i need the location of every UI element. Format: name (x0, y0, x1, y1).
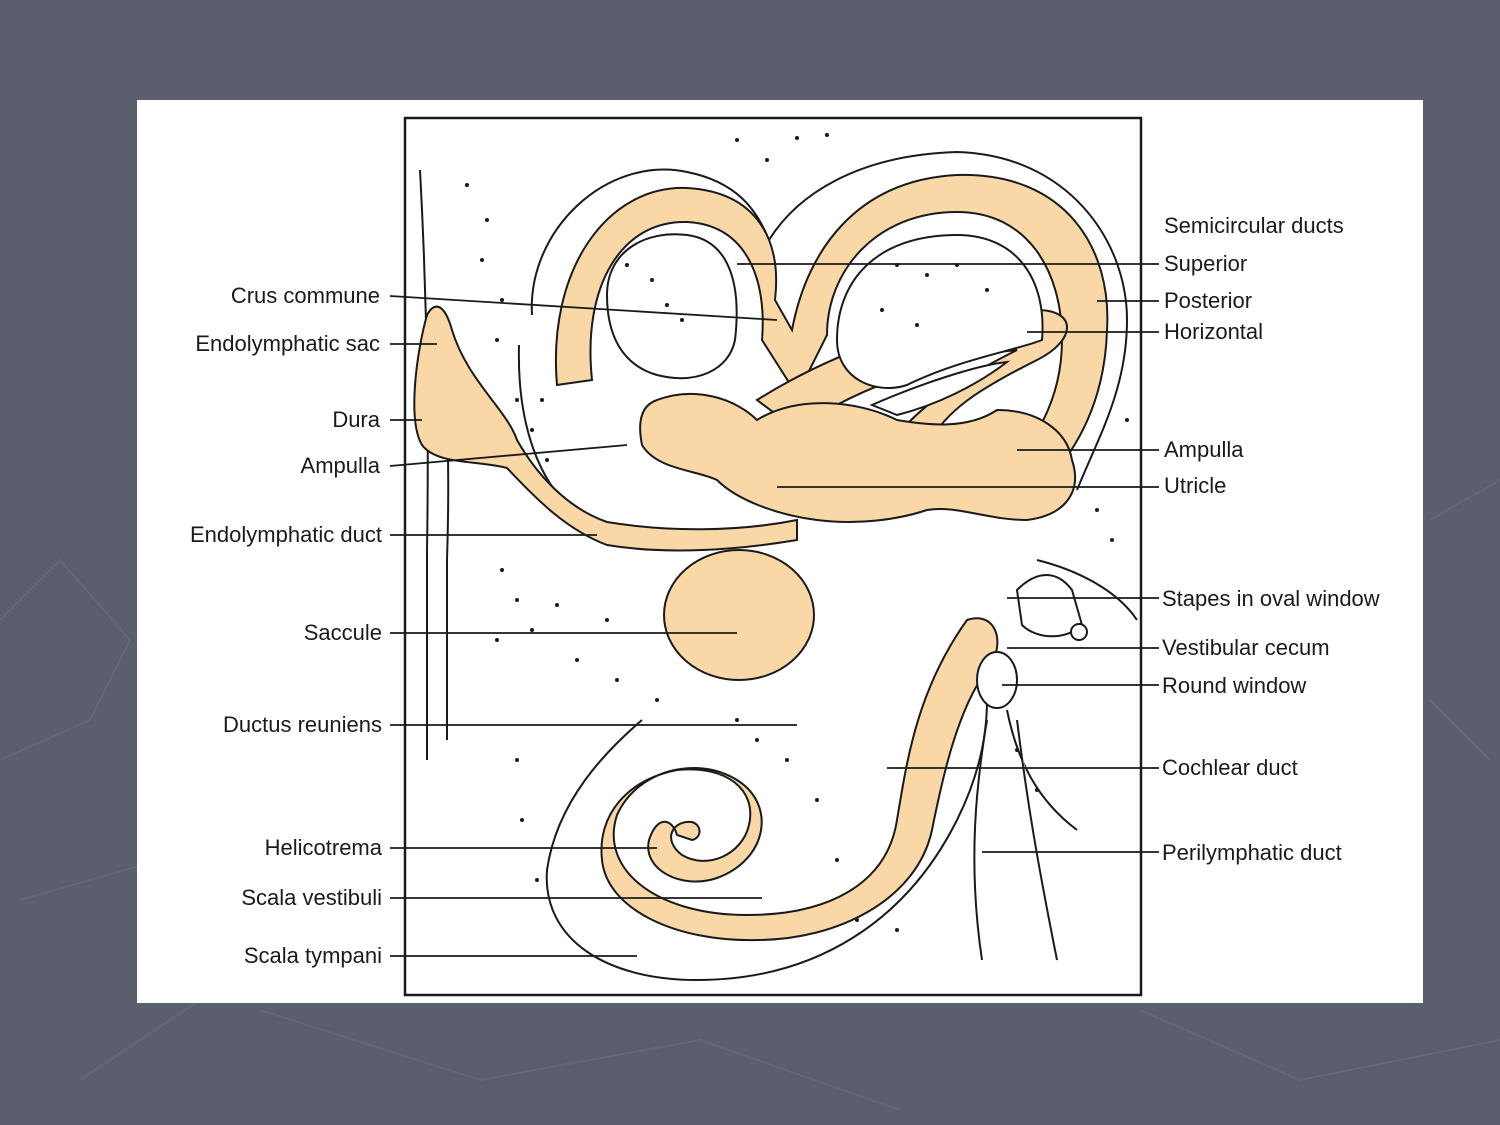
stapes-structure (973, 574, 1088, 961)
leader-lines-left (389, 295, 797, 957)
leader-lines-right (737, 263, 1159, 853)
label-scala-vestibuli: Scala vestibuli (241, 885, 382, 910)
label-vestibular-cecum: Vestibular cecum (1162, 635, 1330, 660)
label-utricle: Utricle (1164, 473, 1227, 498)
label-semicircular-ducts: Semicircular ducts (1164, 213, 1344, 238)
label-crus-commune: Crus commune (230, 283, 380, 308)
inner-ear-diagram (389, 116, 1159, 997)
label-ductus-reuniens: Ductus reuniens (223, 712, 382, 737)
label-perilymphatic-duct: Perilymphatic duct (1162, 840, 1342, 865)
label-endolymphatic-sac: Endolymphatic sac (195, 331, 380, 356)
label-endolymphatic-duct: Endolymphatic duct (190, 522, 382, 547)
label-stapes-in-oval-window: Stapes in oval window (1162, 586, 1380, 611)
bone-speckles (465, 133, 1129, 932)
label-ampulla-right: Ampulla (1164, 437, 1244, 462)
label-dura: Dura (332, 407, 380, 432)
inner-canal-lines (605, 233, 1044, 417)
bony-labyrinth-outline (517, 150, 1138, 982)
label-ampulla-left: Ampulla (300, 453, 380, 478)
label-superior: Superior (1164, 251, 1248, 276)
label-saccule: Saccule (303, 620, 382, 645)
label-round-window: Round window (1162, 673, 1307, 698)
label-helicotrema: Helicotrema (264, 835, 382, 860)
label-posterior: Posterior (1164, 288, 1253, 313)
label-cochlear-duct: Cochlear duct (1162, 755, 1298, 780)
diagram-panel: Crus commune Endolymphatic sac Dura Ampu… (137, 100, 1423, 1003)
label-scala-tympani: Scala tympani (243, 943, 382, 968)
label-horizontal: Horizontal (1164, 319, 1264, 344)
